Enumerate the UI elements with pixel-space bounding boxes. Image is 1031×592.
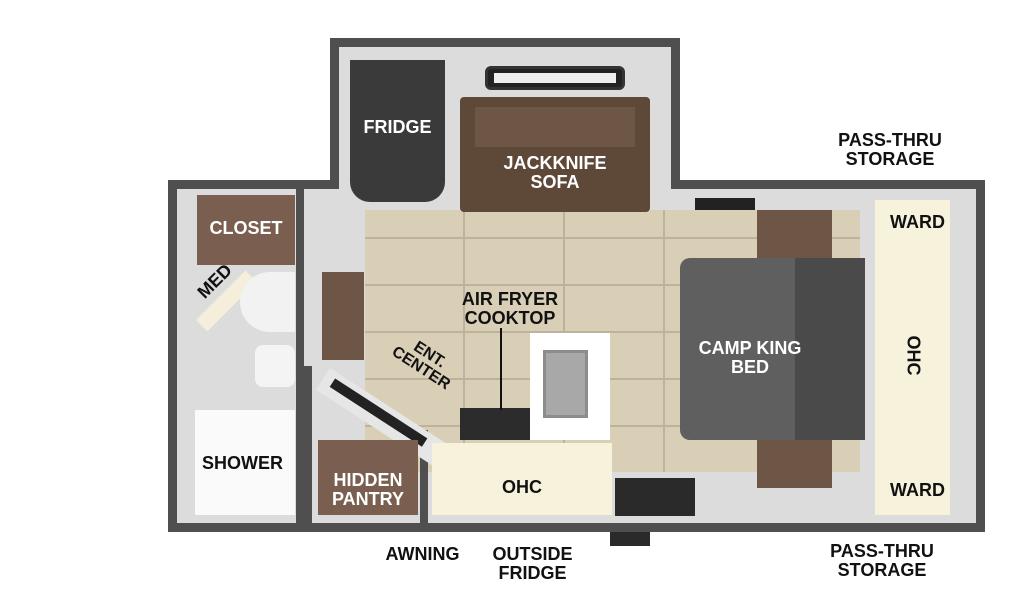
window [485,66,625,90]
outside-fridge-line1: OUTSIDE [492,544,573,564]
pantry-label-line1: HIDDEN [333,470,403,490]
pantry-wall-right [420,430,428,523]
nightstand-bottom [757,440,832,488]
ohc-right-label: OHC [903,335,924,376]
toilet [255,345,295,387]
jackknife-sofa [460,97,650,212]
overhead-cabinet-bottom [432,443,612,515]
outside-fridge-line2: FRIDGE [498,563,567,583]
fridge [350,60,445,202]
outside-fridge-door [610,532,650,546]
cooktop-pointer [500,328,502,410]
awning-label: AWNING [385,544,460,564]
bed-label-line1: CAMP KING [698,338,802,358]
pass-thru-top-line1: PASS-THRU [838,130,942,150]
closet [197,195,295,265]
outside-fridge [615,478,695,516]
ward-top-label: WARD [890,212,945,232]
pantry-label-line2: PANTRY [332,489,404,509]
sofa-label-line1: JACKKNIFE [503,153,607,173]
side-window [695,198,755,210]
pass-thru-bottom-line2: STORAGE [837,560,927,580]
sofa-label-line2: SOFA [530,172,580,192]
bed-label-line2: BED [730,357,769,377]
sink [240,272,295,332]
cooktop-label-line1: AIR FRYER [461,289,559,309]
bathroom-wall [296,189,304,523]
shower [195,410,295,515]
pass-thru-top-line2: STORAGE [845,149,935,169]
sink-basin [543,350,588,418]
fridge-label: FRIDGE [363,117,432,137]
pass-thru-bottom-line1: PASS-THRU [830,541,934,561]
ward-bottom-label: WARD [890,480,945,500]
closet-label: CLOSET [209,218,283,238]
pantry-wall [304,366,312,523]
cooktop [460,408,530,440]
ohc-bottom-label: OHC [502,477,542,497]
camp-king-bed [680,258,865,440]
cooktop-label-line2: COOKTOP [464,308,556,328]
entry-step [322,272,364,360]
wardrobe-ohc-column [875,200,950,515]
hidden-pantry [318,440,418,515]
shower-label: SHOWER [202,453,283,473]
nightstand-top [757,210,832,260]
